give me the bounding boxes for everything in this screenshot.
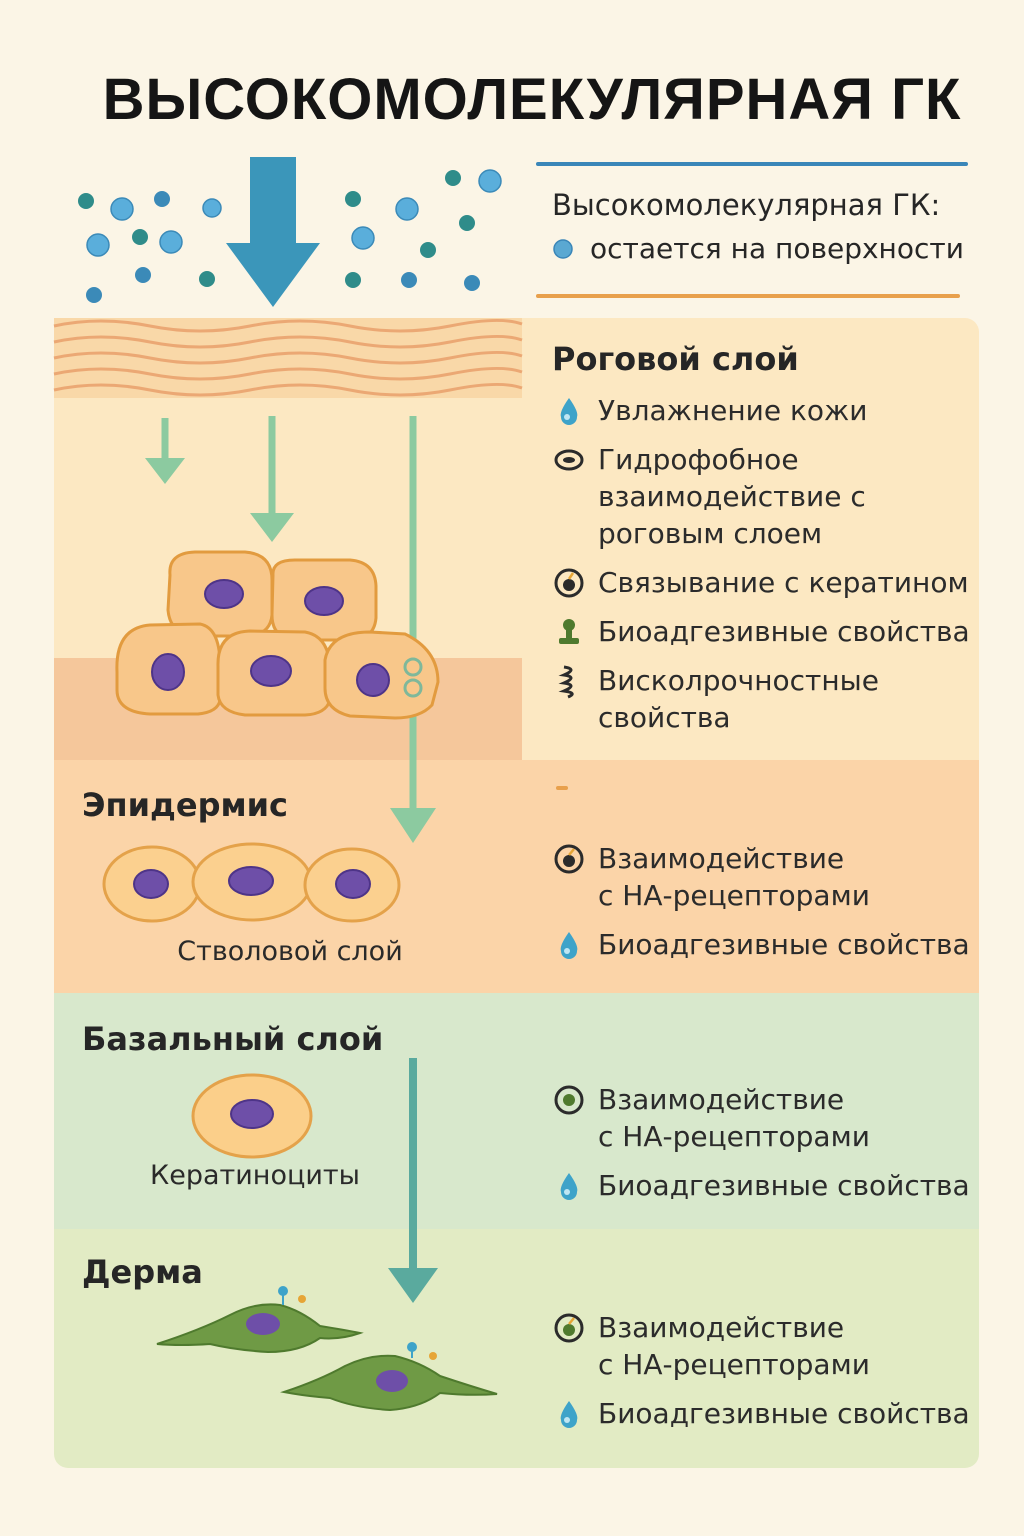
info-bottom-rule (536, 294, 960, 298)
property-item: Биоадгезивные свойства (552, 926, 972, 963)
spring-icon (552, 662, 586, 699)
ha-molecules (78, 169, 502, 303)
basal-properties: Взаимодействие с НА-рецепторами Биоадгез… (552, 1081, 972, 1216)
keratinocytes-caption: Кератиноциты (150, 1160, 360, 1191)
stratum-cells (115, 550, 440, 720)
receptor-icon (552, 840, 586, 877)
dot-icon (553, 238, 573, 259)
info-item-text: остается на поверхности (590, 232, 964, 265)
derma-properties: Взаимодействие с НА-рецепторами Биоадгез… (552, 1309, 972, 1444)
epidermis-title: Эпидермис (82, 786, 289, 824)
skin-surface (53, 318, 523, 398)
epidermis-properties: Взаимодействие с НА-рецепторами Биоадгез… (552, 840, 972, 975)
stratum-properties: Роговой слой Увлажнение кожи Гидрофобное… (552, 340, 972, 748)
drop-icon (552, 1395, 586, 1432)
property-item: Взаимодействие с НА-рецепторами (552, 1081, 972, 1155)
keratinocyte-nucleus (230, 1099, 274, 1129)
adhesion-icon (552, 613, 586, 650)
info-top-rule (536, 162, 968, 166)
receptor-icon (552, 1081, 586, 1118)
drop-icon (552, 1167, 586, 1204)
property-item: Взаимодействие с НА-рецепторами (552, 1309, 972, 1383)
property-item: Висколрочностные свойства (552, 662, 972, 736)
oval-icon (552, 441, 586, 478)
page-title: ВЫСОКОМОЛЕКУЛЯРНАЯ ГК (102, 67, 962, 132)
receptor-icon (552, 1309, 586, 1346)
property-item: Гидрофобное взаимодействие с роговым сло… (552, 441, 972, 552)
derma-layer (54, 1229, 979, 1468)
stratum-nuclei (151, 579, 390, 697)
property-item: Связывание с кератином (552, 564, 972, 601)
penetration-arrows (145, 416, 438, 1303)
big-arrow-icon (226, 157, 320, 307)
info-heading: Высокомолекулярная ГК: (552, 188, 941, 222)
property-item: Взаимодействие с НА-рецепторами (552, 840, 972, 914)
epidermis-nuclei (133, 866, 371, 899)
info-item: остается на поверхности (552, 232, 964, 265)
stratum-title: Роговой слой (552, 340, 799, 378)
dash-mark (556, 786, 568, 790)
junction-icon (403, 657, 423, 698)
derma-title: Дерма (82, 1253, 203, 1291)
property-item: Биоадгезивные свойства (552, 1167, 972, 1204)
basal-title: Базальный слой (82, 1020, 384, 1058)
property-item: Биоадгезивные свойства (552, 613, 972, 650)
property-item: Увлажнение кожи (552, 392, 972, 429)
binding-icon (552, 564, 586, 601)
drop-icon (552, 926, 586, 963)
property-item: Биоадгезивные свойства (552, 1395, 972, 1432)
stem-layer-caption: Стволовой слой (177, 936, 403, 967)
drop-icon (552, 392, 586, 429)
fibroblast-cells (156, 1286, 498, 1412)
info-box: Высокомолекулярная ГК: остается на повер… (536, 162, 968, 298)
